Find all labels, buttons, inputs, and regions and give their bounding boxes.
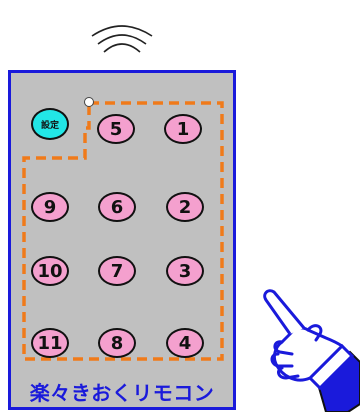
signal-waves-icon (84, 8, 160, 56)
button-10[interactable]: 10 (31, 256, 69, 286)
button-6[interactable]: 6 (98, 192, 136, 222)
pointing-hand-icon (256, 280, 360, 412)
button-7[interactable]: 7 (98, 256, 136, 286)
setting-button[interactable]: 設定 (31, 108, 69, 140)
button-1[interactable]: 1 (164, 114, 202, 144)
button-8[interactable]: 8 (98, 328, 136, 358)
button-2[interactable]: 2 (166, 192, 204, 222)
button-4[interactable]: 4 (166, 328, 204, 358)
brand-label: 楽々きおくリモコン (11, 377, 233, 406)
remote-control: 設定 5 1 9 6 2 10 7 3 11 8 4 楽々きおくリモコン (8, 70, 236, 410)
button-9[interactable]: 9 (31, 192, 69, 222)
infrared-led (84, 97, 94, 107)
button-3[interactable]: 3 (166, 256, 204, 286)
button-5[interactable]: 5 (97, 114, 135, 144)
button-11[interactable]: 11 (31, 328, 69, 358)
